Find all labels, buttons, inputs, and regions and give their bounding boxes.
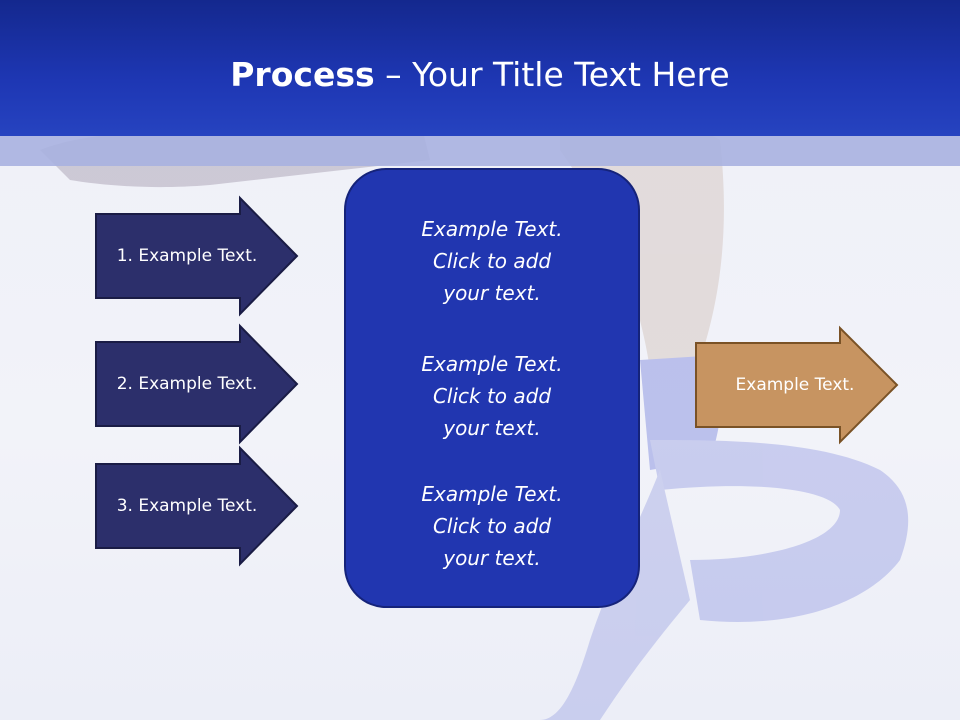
step-arrow-1[interactable] — [95, 195, 299, 317]
center-text-line: Click to add — [432, 249, 552, 273]
title-header-bar — [0, 0, 960, 136]
title-bold-part: Process — [230, 55, 375, 94]
center-text-line: your text. — [443, 281, 541, 305]
header-accent-band — [0, 136, 960, 166]
step-arrow-3[interactable] — [95, 445, 299, 567]
step-label-1: 1. Example Text. — [116, 246, 258, 266]
center-text-line: Example Text. — [421, 352, 563, 376]
center-text-line: Click to add — [432, 384, 552, 408]
step-label-2: 2. Example Text. — [116, 374, 258, 394]
slide-title[interactable]: Process – Your Title Text Here — [0, 50, 960, 100]
output-arrow[interactable] — [695, 325, 899, 445]
center-text-block-3[interactable]: Example Text. Click to add your text. — [344, 478, 640, 574]
center-text-line: Example Text. — [421, 482, 563, 506]
center-content-box[interactable] — [344, 168, 640, 608]
center-text-block-1[interactable]: Example Text. Click to add your text. — [344, 213, 640, 309]
title-rest-part: – Your Title Text Here — [374, 55, 730, 94]
step-label-3: 3. Example Text. — [116, 496, 258, 516]
center-text-line: Example Text. — [421, 217, 563, 241]
center-text-line: your text. — [443, 546, 541, 570]
center-text-block-2[interactable]: Example Text. Click to add your text. — [344, 348, 640, 444]
step-arrow-2[interactable] — [95, 323, 299, 445]
center-text-line: Click to add — [432, 514, 552, 538]
center-text-line: your text. — [443, 416, 541, 440]
output-label: Example Text. — [735, 375, 855, 395]
